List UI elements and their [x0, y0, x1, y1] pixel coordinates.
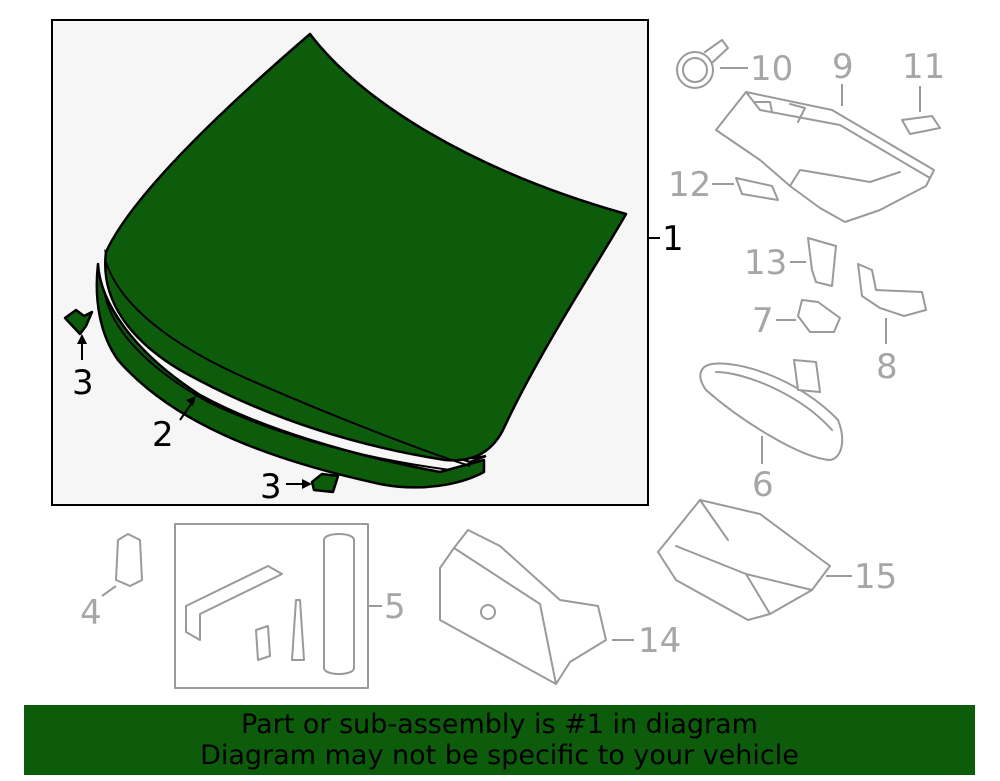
kit-5-pin — [291, 599, 305, 661]
rearview-mirror[interactable] — [699, 359, 844, 461]
connector-12[interactable] — [735, 177, 779, 201]
windshield-molding[interactable] — [95, 262, 486, 489]
callout-4: 4 — [80, 593, 102, 633]
kit-5-tube — [323, 533, 355, 675]
callout-6: 6 — [752, 465, 774, 505]
callout-14: 14 — [638, 621, 681, 661]
arrow-3-bottom — [302, 479, 312, 489]
mirror-bracket[interactable] — [797, 299, 841, 333]
callout-3-bottom: 3 — [260, 467, 282, 507]
callout-13: 13 — [744, 243, 787, 283]
bracket-13[interactable] — [807, 237, 837, 287]
callout-3-left: 3 — [72, 363, 94, 403]
molding-inner-edge — [103, 289, 451, 471]
callout-5: 5 — [384, 587, 406, 627]
kit-5-strip — [185, 565, 283, 641]
arrow-3-left — [77, 334, 87, 344]
front-camera[interactable] — [657, 499, 831, 621]
kit-5-nozzle — [255, 625, 271, 661]
callout-10: 10 — [750, 49, 793, 89]
callout-15: 15 — [854, 557, 897, 597]
mirror-cover[interactable] — [857, 263, 927, 317]
windshield-glass[interactable] — [103, 32, 628, 462]
leader-4 — [101, 585, 117, 597]
callout-8: 8 — [876, 347, 898, 387]
windshield-thickness — [105, 261, 471, 467]
clip-left[interactable] — [63, 308, 94, 336]
cap-4[interactable] — [115, 533, 143, 587]
arrow-2 — [186, 396, 196, 406]
callout-7: 7 — [752, 301, 774, 341]
connector-11[interactable] — [901, 115, 941, 135]
sensor-cover[interactable] — [715, 91, 935, 223]
banner-line-1: Part or sub-assembly is #1 in diagram — [241, 709, 758, 740]
rain-sensor[interactable] — [676, 39, 729, 89]
callout-2: 2 — [152, 415, 174, 455]
camera-bracket[interactable] — [439, 529, 607, 685]
callout-1: 1 — [662, 219, 684, 259]
callout-11: 11 — [902, 47, 945, 87]
callout-12: 12 — [668, 165, 711, 205]
banner-line-2: Diagram may not be specific to your vehi… — [200, 740, 799, 771]
clip-bottom[interactable] — [310, 472, 340, 494]
callout-9: 9 — [832, 47, 854, 87]
info-banner: Part or sub-assembly is #1 in diagram Di… — [24, 705, 975, 775]
